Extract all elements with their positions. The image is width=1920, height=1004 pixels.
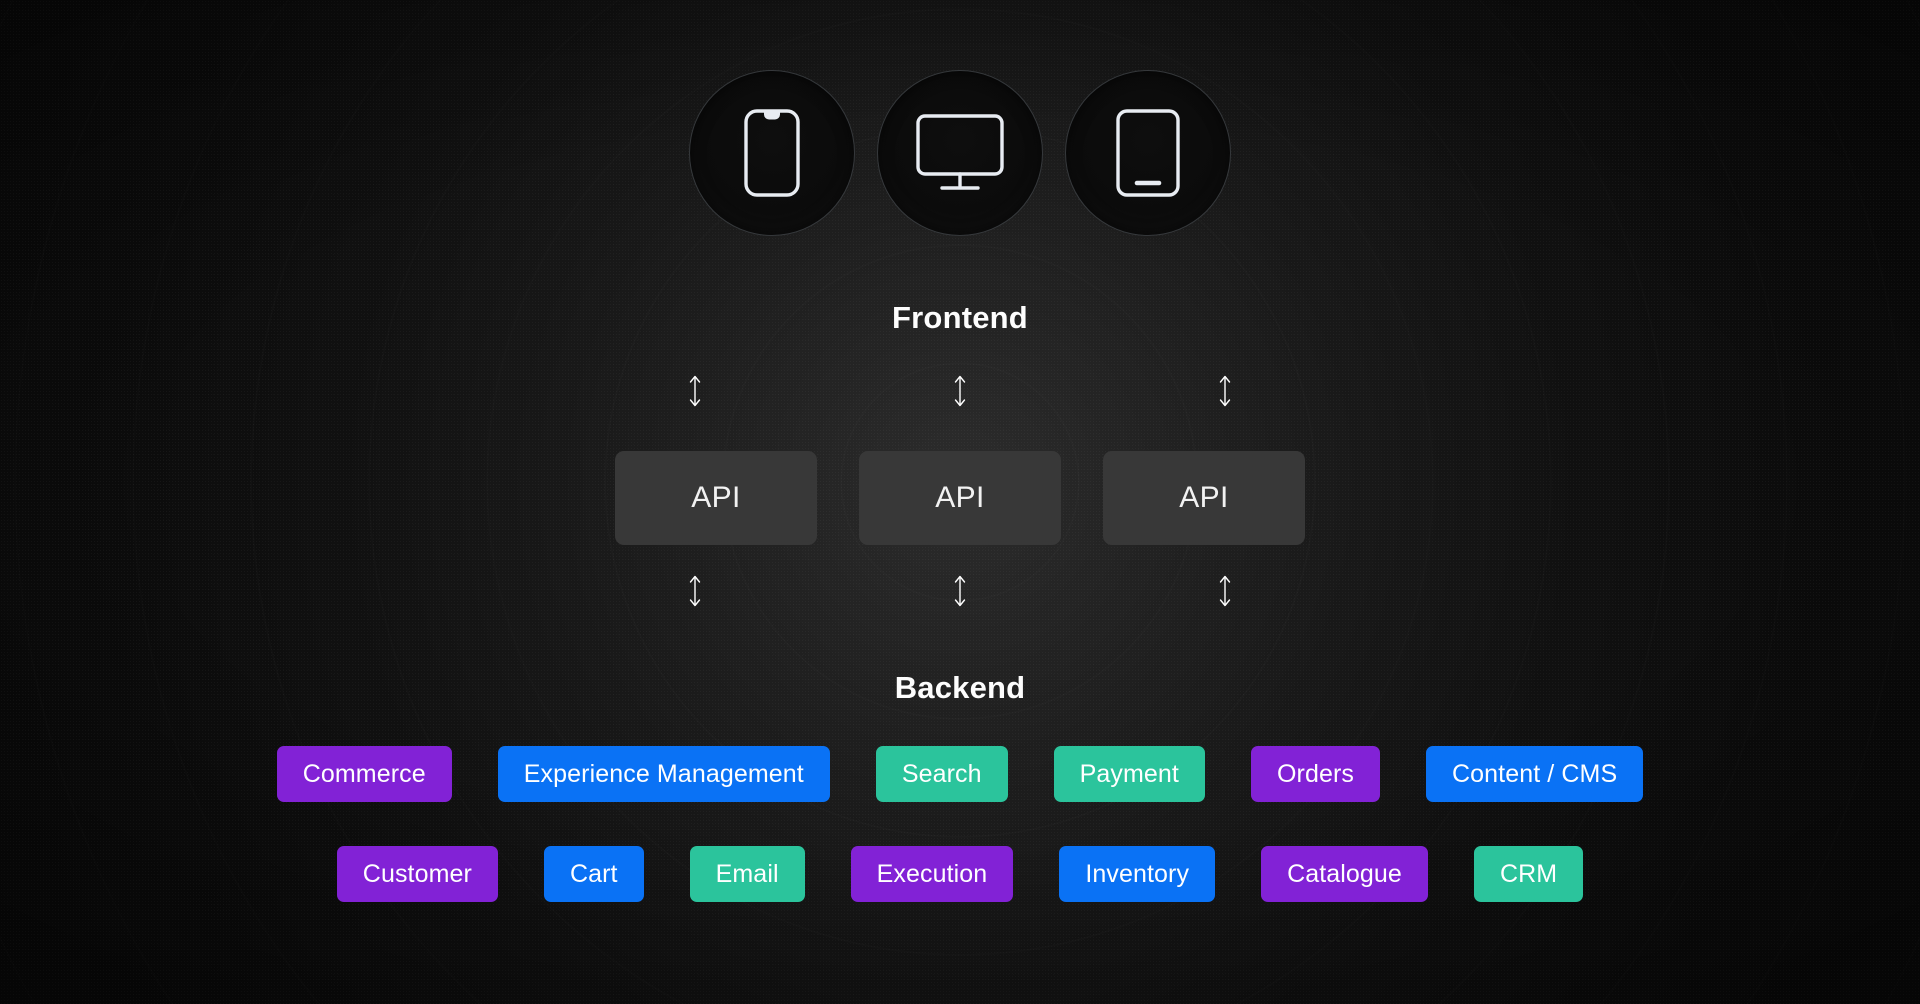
service-chip-crm[interactable]: CRM — [1473, 846, 1584, 902]
double-headed-vertical-arrow-icon — [1214, 373, 1236, 409]
api-box[interactable]: API — [615, 451, 817, 545]
service-chip-experience-management[interactable]: Experience Management — [497, 746, 830, 802]
service-chip-commerce[interactable]: Commerce — [276, 746, 452, 802]
double-headed-vertical-arrow-icon — [684, 573, 706, 609]
service-chip-inventory[interactable]: Inventory — [1059, 846, 1216, 902]
tablet-icon — [1113, 107, 1183, 199]
backend-service-row-2: Customer Cart Email Execution Inventory … — [0, 846, 1920, 902]
api-box[interactable]: API — [859, 451, 1061, 545]
backend-service-row-1: Commerce Experience Management Search Pa… — [0, 746, 1920, 802]
service-chip-catalogue[interactable]: Catalogue — [1261, 846, 1428, 902]
service-chip-execution[interactable]: Execution — [850, 846, 1014, 902]
service-chip-content-cms[interactable]: Content / CMS — [1426, 746, 1644, 802]
service-chip-customer[interactable]: Customer — [336, 846, 498, 902]
service-chip-cart[interactable]: Cart — [543, 846, 644, 902]
api-layer-row: API API API — [0, 451, 1920, 545]
device-circle-tablet[interactable] — [1065, 70, 1231, 236]
service-chip-email[interactable]: Email — [689, 846, 805, 902]
double-headed-vertical-arrow-icon — [949, 373, 971, 409]
frontend-device-row — [0, 70, 1920, 236]
service-chip-orders[interactable]: Orders — [1250, 746, 1380, 802]
desktop-monitor-icon — [914, 112, 1006, 194]
frontend-to-api-arrows — [0, 373, 1920, 409]
service-chip-payment[interactable]: Payment — [1053, 746, 1205, 802]
api-to-backend-arrows — [0, 573, 1920, 609]
backend-section-label: Backend — [894, 670, 1026, 705]
api-box[interactable]: API — [1103, 451, 1305, 545]
device-circle-mobile[interactable] — [689, 70, 855, 236]
device-circle-desktop[interactable] — [877, 70, 1043, 236]
frontend-section-label: Frontend — [892, 300, 1028, 335]
double-headed-vertical-arrow-icon — [684, 373, 706, 409]
service-chip-search[interactable]: Search — [875, 746, 1008, 802]
double-headed-vertical-arrow-icon — [949, 573, 971, 609]
double-headed-vertical-arrow-icon — [1214, 573, 1236, 609]
mobile-phone-icon — [741, 107, 803, 199]
